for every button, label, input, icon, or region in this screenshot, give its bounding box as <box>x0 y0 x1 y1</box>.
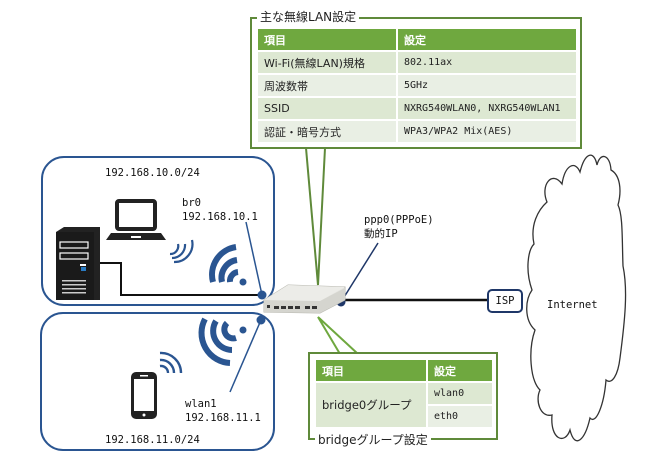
table-row: 認証・暗号方式 WPA3/WPA2 Mix(AES) <box>258 121 576 142</box>
ppp0-pointer-line <box>340 242 379 303</box>
router-wifi-dot-lan0 <box>239 278 247 286</box>
br0-ip-label: 192.168.10.1 <box>182 211 258 223</box>
isp-label: ISP <box>495 295 515 307</box>
lan1-subnet-label: 192.168.11.0/24 <box>105 434 200 446</box>
isp-box: ISP <box>487 289 523 313</box>
internet-label: Internet <box>547 299 598 311</box>
router-device-icon <box>263 284 346 314</box>
br0-port-dot <box>257 290 267 300</box>
lan0-network-box <box>41 156 275 306</box>
table-header-row: 項目 設定 <box>316 360 492 381</box>
row-item: 周波数帯 <box>258 75 396 96</box>
lan1-network-box <box>40 312 275 451</box>
table-row: Wi-Fi(無線LAN)規格 802.11ax <box>258 52 576 73</box>
bridge-member: wlan0 <box>428 383 492 404</box>
phone-wifi-icon <box>159 351 183 374</box>
row-item: SSID <box>258 98 396 119</box>
wireless-settings-title: 主な無線LAN設定 <box>257 10 360 24</box>
row-value: 802.11ax <box>398 52 576 73</box>
bridge-settings-callout: 項目 設定 bridge0グループ wlan0 eth0 bridgeグループ設… <box>308 352 498 447</box>
row-value: 5GHz <box>398 75 576 96</box>
table-row: SSID NXRG540WLAN0, NXRG540WLAN1 <box>258 98 576 119</box>
server-tower-icon <box>56 227 100 300</box>
header-setting: 設定 <box>428 360 492 381</box>
table-header-row: 項目 設定 <box>258 29 576 50</box>
router-wifi-icon-lan0 <box>209 244 239 283</box>
br0-iface-label: br0 <box>182 197 201 209</box>
wlan1-iface-label: wlan1 <box>185 398 217 410</box>
bridge-settings-table: 項目 設定 bridge0グループ wlan0 eth0 <box>314 358 494 429</box>
wireless-settings-table: 項目 設定 Wi-Fi(無線LAN)規格 802.11ax 周波数帯 5GHz … <box>256 27 578 144</box>
bottom-callout-pointer <box>317 316 359 355</box>
lan0-subnet-label: 192.168.10.0/24 <box>105 167 200 179</box>
row-value: NXRG540WLAN0, NXRG540WLAN1 <box>398 98 576 119</box>
ppp0-iface-label: ppp0(PPPoE) <box>364 214 434 226</box>
laptop-icon <box>106 199 166 240</box>
wireless-settings-callout: 主な無線LAN設定 項目 設定 Wi-Fi(無線LAN)規格 802.11ax … <box>250 10 582 149</box>
wlan1-port-dot <box>256 315 266 325</box>
br0-pointer-line <box>245 221 263 296</box>
router-wifi-icon-lan1 <box>198 317 237 366</box>
row-item: Wi-Fi(無線LAN)規格 <box>258 52 396 73</box>
wlan1-pointer-line <box>229 319 262 393</box>
server-wired-link <box>100 262 262 296</box>
smartphone-icon <box>131 372 157 419</box>
table-row: bridge0グループ wlan0 <box>316 383 492 427</box>
bridge-group-name: bridge0グループ <box>316 383 426 427</box>
cloud-icon <box>526 154 627 442</box>
wlan1-ip-label: 192.168.11.1 <box>185 412 261 424</box>
row-value: WPA3/WPA2 Mix(AES) <box>398 121 576 142</box>
bridge-member: eth0 <box>428 406 492 427</box>
table-row: eth0 <box>316 406 492 427</box>
row-item: 認証・暗号方式 <box>258 121 396 142</box>
laptop-wifi-icon <box>169 239 194 264</box>
router-wifi-dot-lan1 <box>239 326 247 334</box>
header-setting: 設定 <box>398 29 576 50</box>
top-callout-pointer <box>305 147 326 286</box>
bridge-settings-title: bridgeグループ設定 <box>315 433 431 447</box>
header-item: 項目 <box>316 360 426 381</box>
table-row: 周波数帯 5GHz <box>258 75 576 96</box>
ppp0-ip-label: 動的IP <box>364 228 398 240</box>
header-item: 項目 <box>258 29 396 50</box>
